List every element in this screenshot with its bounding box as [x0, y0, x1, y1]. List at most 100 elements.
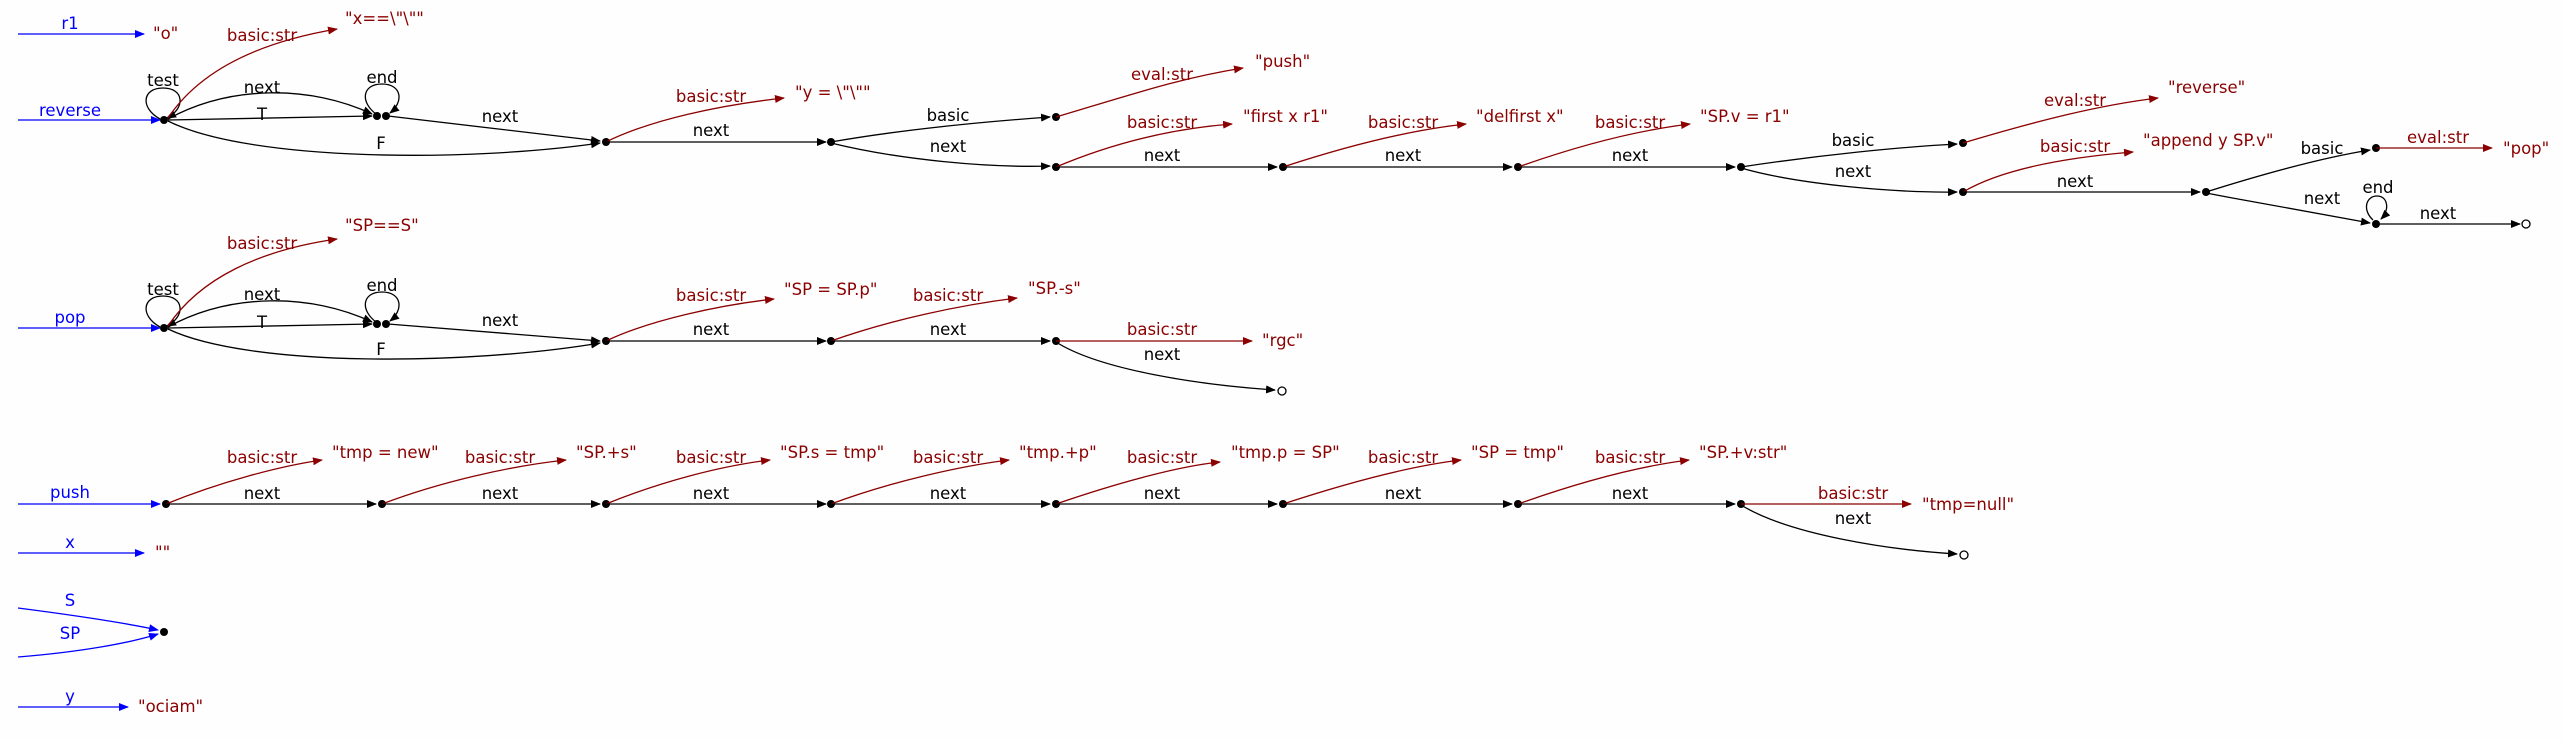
edge-basic	[2205, 147, 2371, 193]
string-push-tmp-new: "tmp = new"	[332, 443, 439, 462]
label-basic-str: basic:str	[913, 448, 983, 467]
edge-F	[167, 328, 601, 360]
string-push-sp-s: "SP.+s"	[576, 443, 637, 462]
label-next: next	[1144, 484, 1181, 503]
edge-str	[830, 457, 1010, 505]
label-next: next	[1612, 484, 1649, 503]
label-basic-str: basic:str	[465, 448, 535, 467]
label-F: F	[376, 340, 386, 359]
edge-T	[167, 112, 373, 121]
var-label-x: x	[65, 533, 75, 552]
edge-next	[167, 300, 373, 328]
string-r1: "o"	[153, 24, 178, 43]
string-pop-s: "SP.-s"	[1028, 279, 1081, 298]
label-T: T	[256, 313, 268, 332]
edge-test-loop	[145, 87, 181, 120]
terminal-node	[2521, 219, 2531, 229]
edge-str	[165, 457, 323, 505]
node	[160, 628, 168, 636]
string-rev-y: "y = \"\""	[795, 83, 871, 102]
edge-str	[381, 456, 567, 505]
terminal-node	[1959, 550, 1969, 560]
edge-str	[605, 296, 775, 342]
edge-T	[167, 320, 373, 329]
edge-var-SP	[17, 632, 159, 658]
edge-str	[1055, 120, 1233, 168]
label-basic-str: basic:str	[227, 448, 297, 467]
edge-str	[1517, 121, 1691, 168]
pop-chain: basic:str "SP = SP.p" next basic:str "SP…	[602, 279, 1303, 396]
var-label-S: S	[65, 591, 75, 610]
label-next: next	[244, 285, 281, 304]
reverse-chain: basic:str "y = \"\"" next basic next eva…	[602, 52, 2549, 229]
pop-test-block: test basic:str "SP==S" next T F end next	[145, 216, 601, 360]
label-basic-str: basic:str	[676, 448, 746, 467]
label-eval-str: eval:str	[2407, 128, 2469, 147]
edge-str	[1282, 457, 1462, 505]
var-label-pop: pop	[54, 308, 85, 327]
edge-str	[1282, 120, 1467, 168]
label-next: next	[1385, 484, 1422, 503]
string-rev-delfirst: "delfirst x"	[1476, 107, 1564, 126]
edge-str	[605, 457, 771, 505]
edge-end-loop	[364, 83, 400, 115]
edge-F	[167, 120, 601, 156]
label-next: next	[1144, 146, 1181, 165]
edge-str	[1517, 457, 1690, 505]
edge-str	[1055, 458, 1221, 505]
node	[382, 112, 390, 120]
var-label-r1: r1	[61, 14, 78, 33]
var-label-y: y	[65, 687, 75, 706]
edge-next	[387, 115, 601, 144]
label-next: next	[482, 311, 519, 330]
var-label-reverse: reverse	[39, 101, 101, 120]
label-end: end	[2362, 178, 2393, 197]
label-basic-str: basic:str	[1368, 448, 1438, 467]
string-rev-reverse: "reverse"	[2168, 78, 2245, 97]
edge-test-str	[167, 236, 338, 327]
edge-end-loop	[364, 291, 400, 323]
var-label-SP: SP	[60, 624, 80, 643]
root-x: x ""	[18, 533, 170, 562]
label-basic-str: basic:str	[227, 234, 297, 253]
var-label-push: push	[50, 483, 90, 502]
label-T: T	[256, 105, 268, 124]
edge-next	[1055, 341, 1276, 394]
edge-end-loop	[2365, 195, 2391, 221]
label-next: next	[930, 137, 967, 156]
node	[373, 112, 381, 120]
edge-test-loop	[145, 295, 181, 328]
edge-str	[830, 295, 1018, 342]
label-test: test	[147, 280, 179, 299]
label-basic: basic	[927, 106, 970, 125]
edge-str	[1962, 95, 2159, 144]
label-basic-str: basic:str	[913, 286, 983, 305]
label-test: test	[147, 71, 179, 90]
push-chain: basic:str "tmp = new" next basic:str "SP…	[162, 443, 2014, 560]
label-basic-str: basic:str	[676, 87, 746, 106]
edge-var-S	[17, 607, 159, 633]
label-next: next	[2420, 204, 2457, 223]
label-next: next	[244, 78, 281, 97]
string-rev-push: "push"	[1255, 52, 1310, 71]
root-reverse: reverse	[18, 101, 161, 124]
label-basic-str: basic:str	[1595, 113, 1665, 132]
label-next: next	[1835, 509, 1872, 528]
string-push-sp-tmp: "SP = tmp"	[1471, 443, 1564, 462]
label-next: next	[693, 121, 730, 140]
label-next: next	[930, 320, 967, 339]
label-next: next	[930, 484, 967, 503]
label-basic-str: basic:str	[227, 26, 297, 45]
string-push-spv-str: "SP.+v:str"	[1699, 443, 1787, 462]
string-rev-pop: "pop"	[2503, 139, 2549, 158]
reverse-test-block: test basic:str "x==\"\"" next T F end ne…	[145, 9, 601, 156]
edge-test-str	[167, 26, 338, 119]
label-end: end	[366, 68, 397, 87]
label-end: end	[366, 276, 397, 295]
node	[160, 116, 168, 124]
label-next: next	[244, 484, 281, 503]
string-push-tmp-null: "tmp=null"	[1922, 495, 2014, 514]
edge-next	[830, 142, 1051, 171]
string-pop-sp: "SP = SP.p"	[784, 280, 878, 299]
